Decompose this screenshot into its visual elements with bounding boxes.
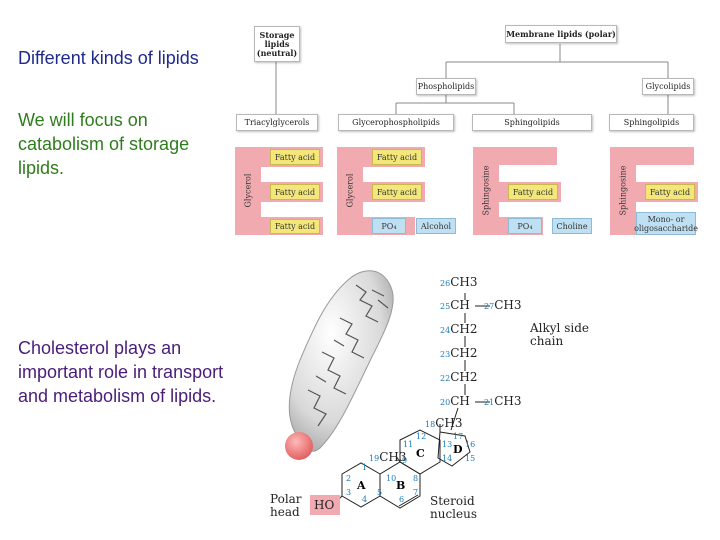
polar-head-sphere [285, 432, 313, 460]
label-ch2-22: CH2 [450, 370, 478, 384]
label-ch2-23: CH2 [450, 346, 478, 360]
ch3-27: 27CH3 [484, 298, 521, 312]
ring-num-17: 17 [453, 432, 464, 441]
label-ch-25: CH [450, 298, 470, 312]
ring-num-8: 8 [413, 474, 419, 483]
num-18: 18 [425, 420, 436, 429]
ch3-18: 18CH3 [425, 416, 462, 430]
sphingosine-bar-2 [610, 147, 636, 235]
ring-num-1: 1 [362, 463, 368, 472]
ring-num-3: 3 [346, 488, 352, 497]
ring-d-label: D [453, 443, 463, 456]
triacylglycerols-box: Triacylglycerols [236, 114, 318, 131]
ch3-19: 19CH3 [369, 450, 406, 464]
membrane-lipids-box: Membrane lipids (polar) [505, 25, 617, 43]
ring-num-16: 16 [465, 440, 476, 449]
polar-head-label: Polar head [270, 492, 302, 519]
fatty-acid-1c: Fatty acid [270, 219, 320, 234]
ring-num-6: 6 [399, 495, 405, 504]
ch3-21: 21CH3 [484, 394, 521, 408]
ch3-26: 26CH3 [440, 275, 477, 289]
ring-num-14: 14 [442, 454, 453, 463]
phospholipids-box: Phospholipids [416, 78, 476, 95]
ch2-22: 22CH2 [440, 370, 477, 384]
ring-num-10: 10 [386, 474, 397, 483]
ho-label: HO [314, 498, 335, 512]
ring-b-label: B [396, 479, 406, 492]
ring-num-13: 13 [442, 440, 453, 449]
num-21: 21 [484, 398, 495, 407]
ring-num-15: 15 [465, 454, 476, 463]
glycolipids-box: Glycolipids [642, 78, 694, 95]
glycerol-bar-2 [337, 147, 363, 235]
fatty-acid-3: Fatty acid [508, 184, 558, 200]
text-focus-storage: We will focus on catabolism of storage l… [18, 110, 190, 178]
text-cholesterol-role: Cholesterol plays an important role in t… [18, 338, 224, 406]
label-ch3-21: CH3 [494, 394, 522, 408]
num-23: 23 [440, 350, 451, 359]
ch-25: 25CH [440, 298, 470, 312]
ring-a-label: A [357, 479, 366, 492]
ch2-23: 23CH2 [440, 346, 477, 360]
num-19: 19 [369, 454, 380, 463]
sphingosine-bar-1 [473, 147, 499, 235]
label-ch2-24: CH2 [450, 322, 478, 336]
ho-highlight [310, 495, 340, 515]
fatty-acid-4: Fatty acid [645, 184, 695, 200]
num-24: 24 [440, 326, 451, 335]
ring-c-label: C [416, 447, 425, 460]
ring-num-4: 4 [362, 495, 368, 504]
fatty-acid-1b: Fatty acid [270, 184, 320, 200]
sphingosine-top-2 [636, 147, 694, 165]
alkyl-side-chain-label: Alkyl side chain [530, 321, 589, 348]
ch-20: 20CH [440, 394, 470, 408]
label-ch3-18: CH3 [435, 416, 463, 430]
fatty-acid-1a: Fatty acid [270, 149, 320, 165]
label-ch3-19: CH3 [379, 450, 407, 464]
sphingosine-top-1 [499, 147, 557, 165]
ring-num-7: 7 [413, 488, 419, 497]
glycerol-bar-1 [235, 147, 261, 235]
fatty-acid-2a: Fatty acid [372, 149, 422, 165]
num-22: 22 [440, 374, 451, 383]
label-ch3-27: CH3 [494, 298, 522, 312]
ring-num-11: 11 [403, 440, 414, 449]
sphingolipids-box-1: Sphingolipids [472, 114, 592, 131]
text-different-kinds: Different kinds of lipids [18, 48, 199, 68]
alcohol-block: Alcohol [416, 218, 456, 234]
choline-block: Choline [552, 218, 592, 234]
ring-num-2: 2 [346, 474, 352, 483]
label-ch-20: CH [450, 394, 470, 408]
sugar-block: Mono- or oligosaccharide [634, 212, 698, 235]
ring-num-5: 5 [377, 488, 383, 497]
ring-num-12: 12 [416, 432, 427, 441]
storage-lipids-box: Storage lipids (neutral) [254, 26, 300, 62]
po4-block-2: PO₄ [508, 218, 542, 234]
steroid-nucleus-label: Steroid nucleus [430, 494, 478, 521]
num-25: 25 [440, 302, 451, 311]
fatty-acid-2b: Fatty acid [372, 184, 422, 200]
num-27: 27 [484, 302, 495, 311]
po4-block-1: PO₄ [372, 218, 406, 234]
num-20: 20 [440, 398, 451, 407]
glycerophospholipids-box: Glycerophospholipids [338, 114, 454, 131]
ch2-24: 24CH2 [440, 322, 477, 336]
label-ch3-26: CH3 [450, 275, 478, 289]
ring-num-9: 9 [402, 456, 408, 465]
num-26: 26 [440, 279, 451, 288]
sphingolipids-box-2: Sphingolipids [609, 114, 694, 131]
